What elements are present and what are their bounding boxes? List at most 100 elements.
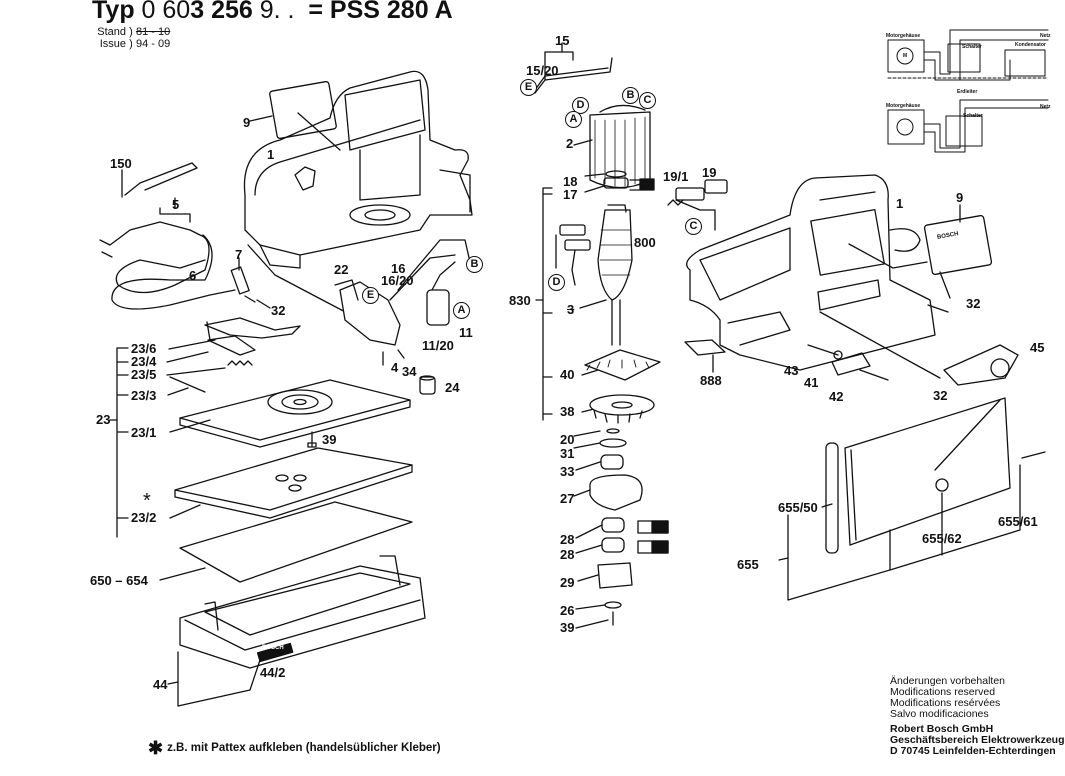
wiring-motor-housing-2: Motorgehäuse [886,103,921,109]
callout-7: 7 [235,247,243,262]
wiring-mains-1: Netz [1040,33,1051,39]
footer-line-es: Salvo modificaciones [890,708,989,720]
callout-19: 19 [702,165,717,180]
callout-655-62: 655/62 [922,531,962,546]
footer-block: Änderungen vorbehalten Modifications res… [890,676,1065,757]
callout-42: 42 [829,389,844,404]
callout-11: 11 [459,325,473,340]
typ-number-bold: 3 256 [190,0,253,24]
callout-888: 888 [700,373,722,388]
wiring-switch-1: Schalter [962,44,982,50]
callout-150: 150 [110,156,132,171]
callout-655: 655 [737,557,759,572]
callout-9-right: 9 [956,190,964,205]
typ-number-light: 0 60 [141,0,191,24]
connector-D: D [548,274,565,291]
wiring-capacitor: Kondensator [1015,42,1046,48]
stand-value: 81 - 10 [136,26,171,38]
wiring-ground: Erdleiter [957,89,978,95]
callout-38: 38 [560,404,575,419]
callout-1-left: 1 [267,147,275,162]
stand-label: Stand [97,26,126,38]
wiring-switch-2: Schalter [963,113,983,119]
callout-15-20: 15/20 [526,63,559,78]
connector-A: A [453,302,470,319]
callout-23-3: 23/3 [131,388,157,403]
callout-26: 26 [560,603,575,618]
callout-43: 43 [784,363,799,378]
callout-19-1: 19/1 [663,169,689,184]
connector-B: B [622,87,639,104]
callout-23-2: 23/2 [131,510,157,525]
callout-16: 16 [391,261,406,276]
wiring-mains-2: Netz [1040,104,1051,110]
callout-22: 22 [334,262,349,277]
callout-44-2: 44/2 [260,665,286,680]
callout-40: 40 [560,367,575,382]
callout-6: 6 [189,268,197,283]
callout-28-a: 28 [560,532,575,547]
connector-E: E [520,79,537,96]
connector-C: C [639,92,656,109]
callout-15: 15 [555,33,570,48]
connector-D: D [572,97,589,114]
callout-41: 41 [804,375,819,390]
motor-symbol: M [903,53,908,59]
asterisk-icon: ✱ [148,738,164,758]
callout-32-left: 32 [271,303,286,318]
wiring-diagram [887,29,1049,153]
callout-20: 20 [560,432,575,447]
wiring-motor-housing-1: Motorgehäuse [886,33,921,39]
adhesive-footnote: ✱z.B. mit Pattex aufkleben (handelsüblic… [148,738,441,759]
callout-27: 27 [560,491,575,506]
model-name: = PSS 280 A [308,0,453,24]
callout-29: 29 [560,575,575,590]
connector-B: B [466,256,483,273]
callout-44: 44 [153,677,168,692]
footer-line-de: Änderungen vorbehalten [890,675,1006,687]
footer-address: D 70745 Leinfelden-Echterdingen [890,745,1056,757]
housing-right-view [686,174,936,371]
footer-line-fr: Modifications resérvées [890,697,1001,709]
callout-31: 31 [560,446,575,461]
drawing-title: Typ 0 603 256 9. . = PSS 280 A [92,0,453,25]
callout-34: 34 [402,364,417,379]
callout-830: 830 [509,293,531,308]
callout-28-b: 28 [560,547,575,562]
connector-A: A [565,111,582,128]
bosch-badge-text: BOSCH [262,645,284,651]
callout-2: 2 [566,136,574,151]
callout-1-right: 1 [896,196,904,211]
typ-suffix: 9. . [252,0,295,24]
connector-C: C [685,218,702,235]
callout-3: 3 [567,302,575,317]
callout-655-50: 655/50 [778,500,818,515]
callout-9-left: 9 [243,115,251,130]
footnote-text: z.B. mit Pattex aufkleben (handelsüblich… [167,742,441,754]
callout-32-lower: 32 [933,388,948,403]
housing-left-view [243,70,473,269]
callout-32-right: 32 [966,296,981,311]
callout-17: 17 [563,187,578,202]
callout-39-right: 39 [560,620,575,635]
callout-800: 800 [634,235,656,250]
callout-23-6: 23/6 [131,341,157,356]
footer-line-en: Modifications reserved [890,686,996,698]
callout-5: 5 [172,197,180,212]
callout-4: 4 [391,360,399,375]
typ-label: Typ [92,0,135,24]
connector-E: E [362,287,379,304]
callout-45: 45 [1030,340,1045,355]
callout-23-1: 23/1 [131,425,157,440]
callout-23: 23 [96,412,111,427]
callout-24: 24 [445,380,460,395]
label-plate-left [269,80,337,140]
callout-23-4: 23/4 [131,354,157,369]
footer-company: Robert Bosch GmbH [890,723,994,735]
callout-650-654: 650 – 654 [90,573,148,588]
callout-18: 18 [563,174,578,189]
callout-23-5: 23/5 [131,367,157,382]
revision-block: Stand)81 - 10 Issue)94 - 09 [84,26,170,50]
callout-11-20: 11/20 [422,338,454,353]
